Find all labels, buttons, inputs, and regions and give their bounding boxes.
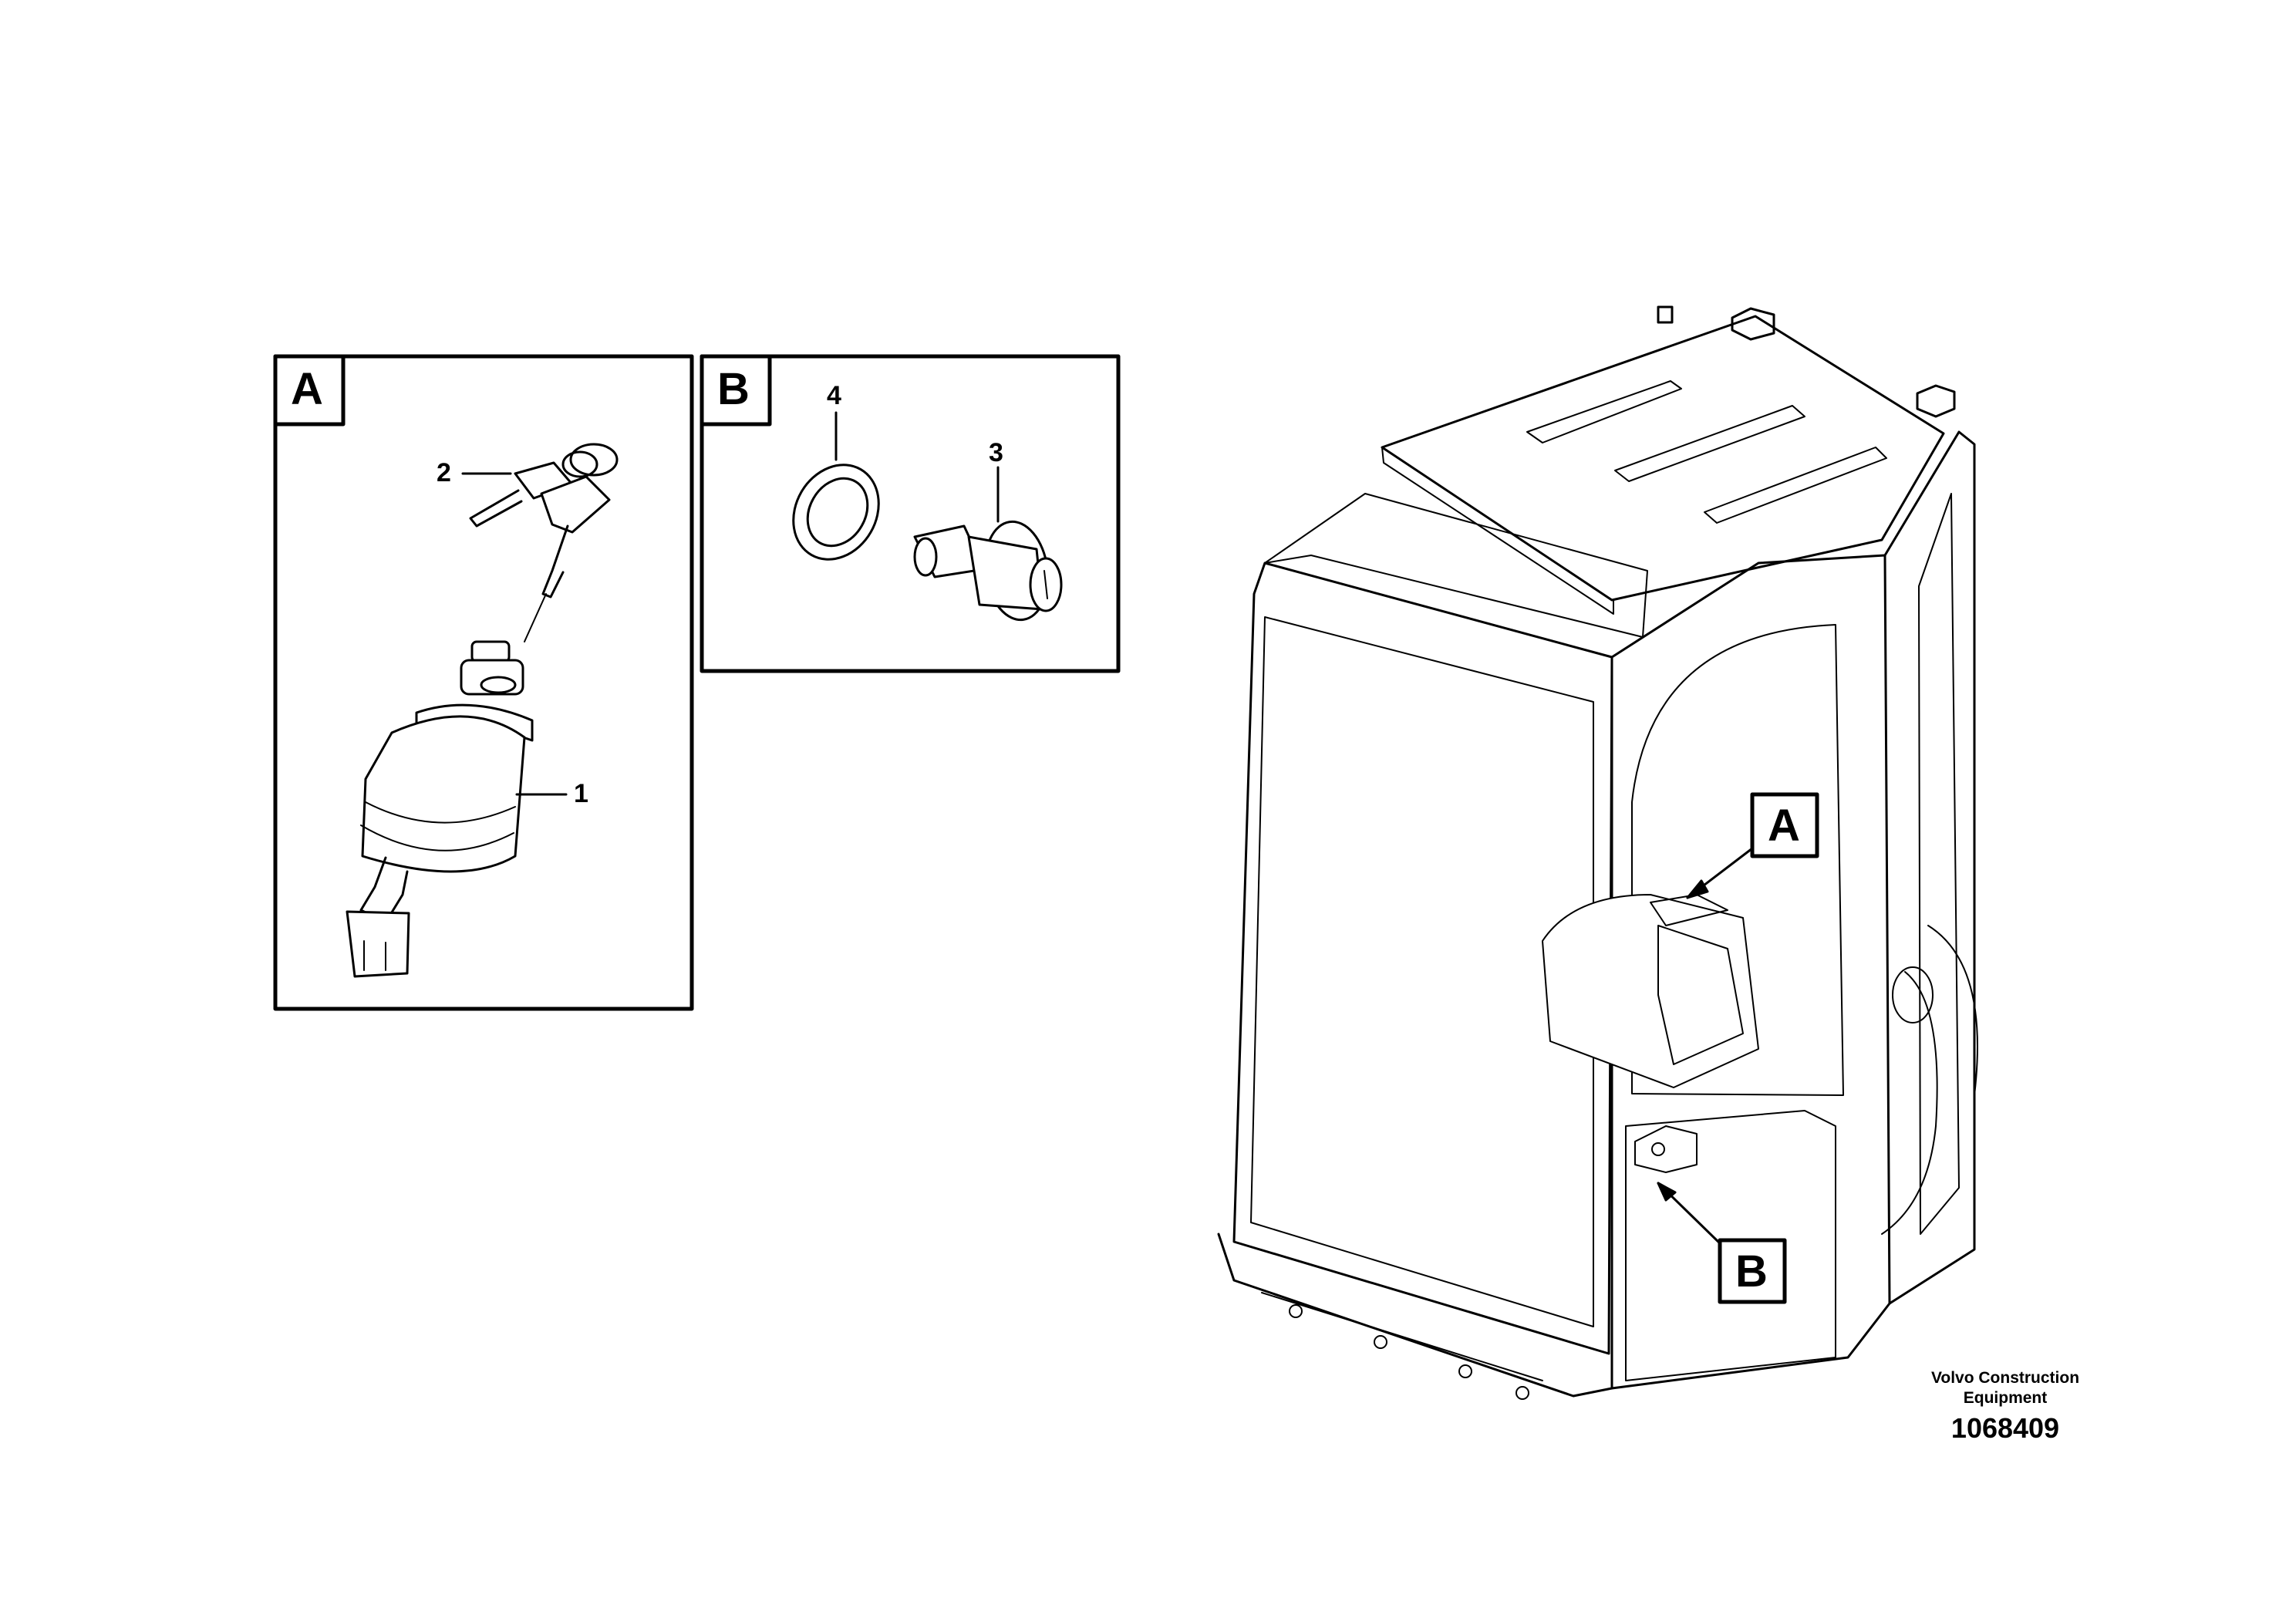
detail-a-letter-box: [273, 354, 346, 427]
callout-part-2: 2: [437, 458, 451, 487]
ring-illustration: [792, 411, 880, 561]
brand-line-1: Volvo Construction: [1930, 1369, 2080, 1387]
ignition-keys-illustration: [461, 443, 619, 642]
cab-marker-b: [1657, 1182, 1787, 1304]
detail-a-letter: A: [291, 364, 323, 414]
ignition-switch-illustration: [346, 640, 568, 978]
cab-marker-a: [1686, 792, 1819, 899]
callout-part-3: 3: [989, 438, 1003, 467]
cab-marker-b-letter: B: [1735, 1246, 1768, 1297]
detail-b-letter-box: [700, 354, 772, 427]
detail-panel-a: [273, 354, 694, 1011]
detail-panel-b: [700, 354, 1121, 673]
operator-cab-illustration: [1217, 305, 1978, 1400]
footer-block: Volvo Construction Equipment 1068409: [1913, 1368, 2098, 1445]
callout-part-1: 1: [574, 779, 588, 808]
brand-line-2: Equipment: [1963, 1389, 2048, 1408]
detail-b-letter: B: [717, 364, 750, 414]
drawing-number: 1068409: [1950, 1411, 2060, 1444]
lock-cylinder-illustration: [913, 466, 1063, 622]
callout-part-4: 4: [827, 381, 841, 410]
cab-marker-a-letter: A: [1768, 801, 1800, 851]
